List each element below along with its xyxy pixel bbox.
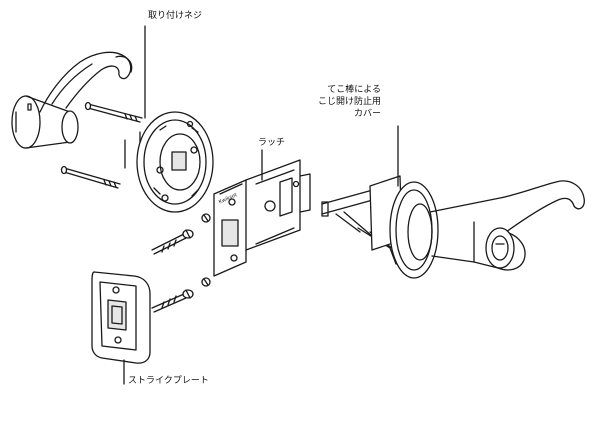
strike-plate-screws	[151, 277, 211, 313]
latch-text: ラッチ	[258, 138, 286, 148]
strike-plate	[91, 271, 151, 364]
pry-cover-label: てこ棒による こじ開け防止用 カバー	[318, 84, 381, 120]
strike-plate-text: ストライクプレート	[128, 376, 209, 386]
pry-cover-text-line2: こじ開け防止用	[318, 97, 382, 107]
pry-cover-text-line3: カバー	[354, 109, 382, 119]
exterior-lever	[321, 175, 585, 279]
interior-mounting-plate	[124, 111, 214, 213]
mounting-screws-label: 取り付けネジ	[148, 10, 202, 22]
latch-screws	[151, 213, 211, 255]
strike-plate-label: ストライクプレート	[128, 375, 209, 387]
interior-lever	[11, 51, 133, 149]
mounting-screws-text: 取り付けネジ	[148, 11, 203, 21]
latch-assembly	[213, 159, 311, 277]
mounting-screws	[60, 101, 143, 189]
latch-label: ラッチ	[258, 137, 285, 149]
pry-cover-text-line1: てこ棒による	[327, 85, 382, 95]
